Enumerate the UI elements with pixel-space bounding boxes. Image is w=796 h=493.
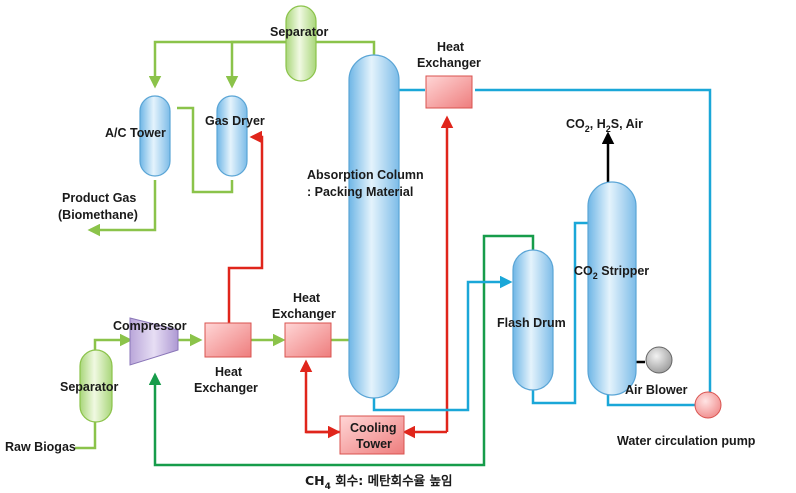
absorption-column-vessel bbox=[348, 54, 400, 399]
heat-flow-lines bbox=[227, 115, 454, 439]
gas-dryer-to-ac-tower-line bbox=[177, 106, 234, 194]
heat-exchanger-low bbox=[204, 322, 252, 358]
ac-tower-vessel bbox=[139, 95, 171, 177]
co2-stripper-label: CO2 Stripper bbox=[574, 264, 649, 281]
water-pump-label: Water circulation pump bbox=[617, 434, 756, 448]
ac-tower-label: A/C Tower bbox=[105, 126, 166, 140]
compressor-label: Compressor bbox=[113, 319, 187, 333]
flash-drum-return-line bbox=[148, 234, 535, 467]
heat-exchanger-top bbox=[425, 75, 473, 109]
gas-dryer-vessel bbox=[216, 95, 248, 177]
heat-exchanger-to-gas-dryer-line bbox=[227, 130, 264, 325]
heat-exchanger-low-label-line1: Heat bbox=[215, 365, 243, 379]
co2-stripper-vessel bbox=[587, 181, 637, 396]
heat-exchanger-top-label-line2: Exchanger bbox=[417, 56, 481, 70]
absorber-to-flash-drum-line bbox=[372, 275, 513, 412]
absorption-column-label-line1: Absorption Column bbox=[307, 168, 424, 182]
separator-top-vessel bbox=[285, 5, 317, 82]
heat-exchanger-middle-label-line2: Exchanger bbox=[272, 307, 336, 321]
product-gas-label-line2: (Biomethane) bbox=[58, 208, 138, 222]
raw-biogas-line bbox=[75, 415, 97, 450]
flash-drum-to-stripper-line bbox=[531, 216, 605, 405]
product-gas-label-line1: Product Gas bbox=[62, 191, 136, 205]
raw-biogas-label: Raw Biogas bbox=[5, 440, 76, 454]
stripper-to-pump-line bbox=[606, 395, 695, 407]
flash-drum-label: Flash Drum bbox=[497, 316, 566, 330]
co2-h2s-air-label: CO2, H2S, Air bbox=[566, 117, 643, 134]
product-gas-line bbox=[87, 180, 157, 237]
flash-drum-vessel bbox=[512, 249, 554, 391]
cooling-tower bbox=[339, 415, 405, 455]
heat-exchanger-top-label-line1: Heat bbox=[437, 40, 465, 54]
separator-bottom-vessel bbox=[79, 349, 113, 423]
gas-dryer-label: Gas Dryer bbox=[205, 114, 265, 128]
compressor-icon bbox=[129, 317, 179, 366]
heat-exchanger-middle bbox=[284, 322, 332, 358]
cooling-tower-label-line2: Tower bbox=[356, 437, 392, 451]
heat-exchanger-middle-label-line1: Heat bbox=[293, 291, 321, 305]
cooling-tower-label-line1: Cooling bbox=[350, 421, 397, 435]
methane-recovery-line bbox=[148, 234, 535, 467]
pump-to-heat-exchanger-line bbox=[475, 88, 712, 393]
ch4-recovery-label: CH4 회수: 메탄회수율 높임 bbox=[305, 473, 452, 492]
air-blower-icon bbox=[645, 346, 673, 374]
absorption-column-label-line2: : Packing Material bbox=[307, 185, 413, 199]
separator-bottom-label: Separator bbox=[60, 380, 118, 394]
heat-exchanger-low-label-line2: Exchanger bbox=[194, 381, 258, 395]
water-pump-icon bbox=[694, 391, 722, 419]
air-blower-label: Air Blower bbox=[625, 383, 688, 397]
cooling-to-heat-exchanger-low-line bbox=[299, 359, 340, 434]
separator-top-label: Separator bbox=[270, 25, 328, 39]
separator-top-to-ac-tower-line bbox=[148, 40, 286, 89]
